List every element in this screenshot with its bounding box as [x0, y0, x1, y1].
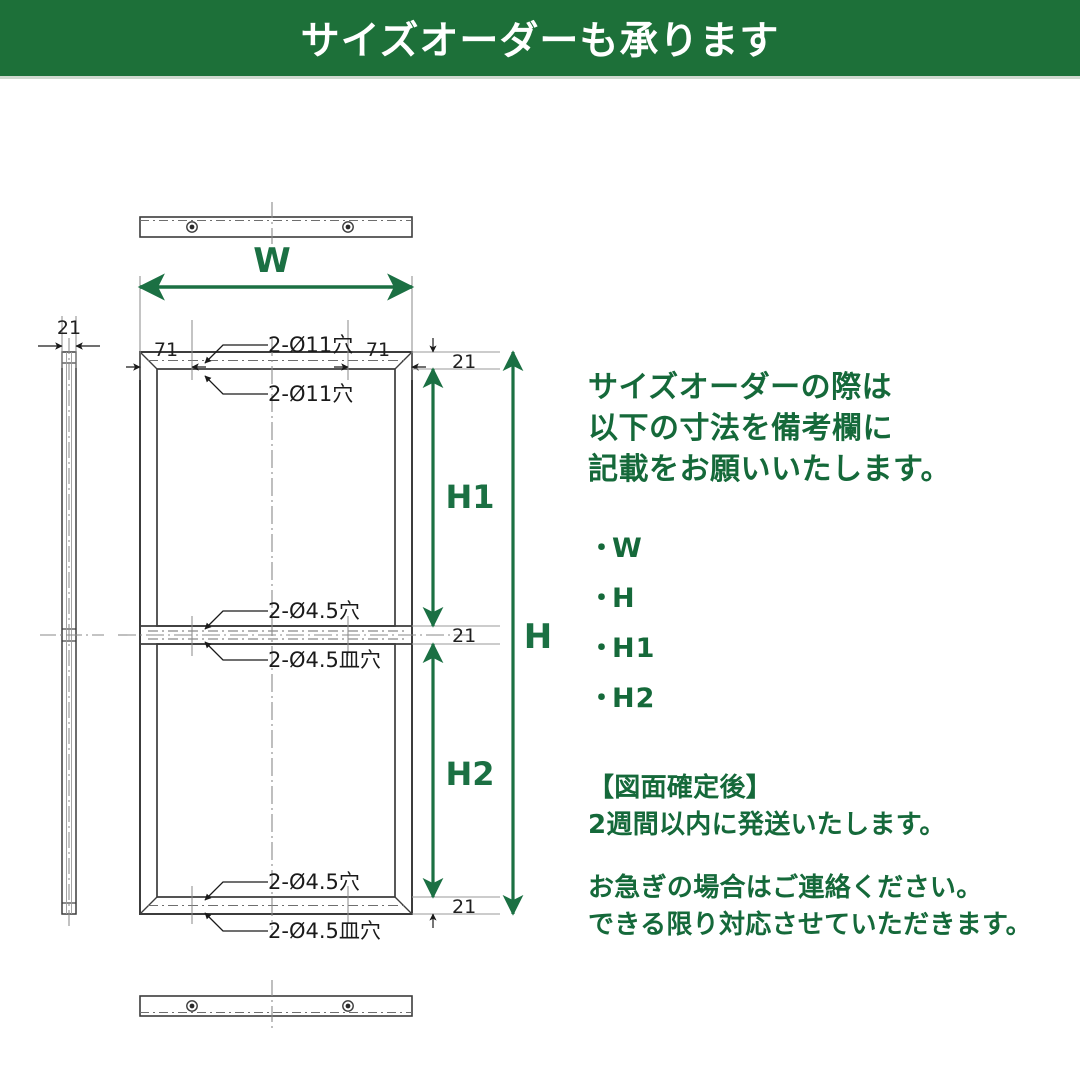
bottom-view	[139, 995, 413, 1017]
note-line-3: お急ぎの場合はご連絡ください。	[588, 872, 983, 903]
label-offset-71-left: 71	[154, 339, 178, 361]
label-bottom-margin-21: 21	[452, 896, 476, 918]
top-view	[139, 216, 413, 238]
technical-drawing: W H H1 H2 21 71 71 21 21 21 2-Ø11穴 2-Ø11…	[0, 80, 560, 1080]
list-item: ・W	[588, 524, 1068, 574]
margin-extension-lines	[412, 351, 500, 915]
dim-W	[137, 273, 415, 332]
callout-top-outer: 2-Ø11穴	[268, 333, 353, 357]
callout-mid-upper: 2-Ø4.5穴	[268, 599, 360, 623]
note-line-2: 2週間以内に発送いたします。	[588, 810, 946, 841]
bottom-view-holes	[186, 1000, 354, 1012]
frame-hidden-lines	[148, 359, 404, 907]
callout-leaders	[204, 344, 268, 932]
label-H1: H1	[445, 478, 494, 516]
label-H: H	[524, 617, 552, 657]
bullet-label: W	[612, 533, 643, 565]
list-item: ・H2	[588, 674, 1068, 724]
bullet-marker: ・	[588, 683, 616, 715]
drawing-svg: W H H1 H2 21 71 71 21 21 21 2-Ø11穴 2-Ø11…	[38, 202, 552, 1032]
top-view-holes	[186, 221, 354, 233]
label-offset-71-right: 71	[366, 339, 390, 361]
list-item: ・H	[588, 574, 1068, 624]
lead-paragraph: サイズオーダーの際は 以下の寸法を備考欄に 記載をお願いいたします。	[588, 368, 1068, 490]
note-line-1: 【図面確定後】	[588, 773, 773, 804]
dim-71-right	[334, 320, 426, 380]
front-view-frame	[139, 351, 413, 915]
note-spacer	[588, 844, 1068, 870]
note-line-4: できる限り対応させていただきます。	[588, 909, 1032, 940]
banner-title: サイズオーダーも承ります	[300, 19, 780, 64]
dimension-bullet-list: ・W ・H ・H1 ・H2	[588, 524, 1068, 724]
dim-71-left	[126, 320, 206, 380]
info-panel: サイズオーダーの際は 以下の寸法を備考欄に 記載をお願いいたします。 ・W ・H…	[588, 368, 1068, 944]
bullet-marker: ・	[588, 633, 616, 665]
callout-mid-lower: 2-Ø4.5皿穴	[268, 648, 381, 672]
label-top-margin-21: 21	[452, 351, 476, 373]
callout-bottom-upper: 2-Ø4.5穴	[268, 870, 360, 894]
bullet-label: H1	[612, 633, 656, 665]
bullet-label: H2	[612, 683, 656, 715]
label-thickness-21: 21	[57, 317, 81, 339]
lead-line-2: 以下の寸法を備考欄に	[588, 410, 893, 446]
dim-thickness-21	[38, 316, 100, 368]
label-mid-margin-21: 21	[452, 625, 476, 647]
list-item: ・H1	[588, 624, 1068, 674]
header-banner: サイズオーダーも承ります	[0, 0, 1080, 76]
label-H2: H2	[445, 755, 494, 793]
bullet-label: H	[612, 583, 636, 615]
callout-top-inner: 2-Ø11穴	[268, 382, 353, 406]
callout-bottom-lower: 2-Ø4.5皿穴	[268, 919, 381, 943]
lead-line-1: サイズオーダーの際は	[588, 370, 893, 405]
shipping-notes: 【図面確定後】 2週間以内に発送いたします。 お急ぎの場合はご連絡ください。 で…	[588, 770, 1068, 944]
label-W: W	[253, 241, 291, 281]
bullet-marker: ・	[588, 533, 616, 565]
lead-line-3: 記載をお願いいたします。	[588, 451, 951, 487]
banner-bottom-edge	[0, 76, 1080, 79]
bullet-marker: ・	[588, 583, 616, 615]
